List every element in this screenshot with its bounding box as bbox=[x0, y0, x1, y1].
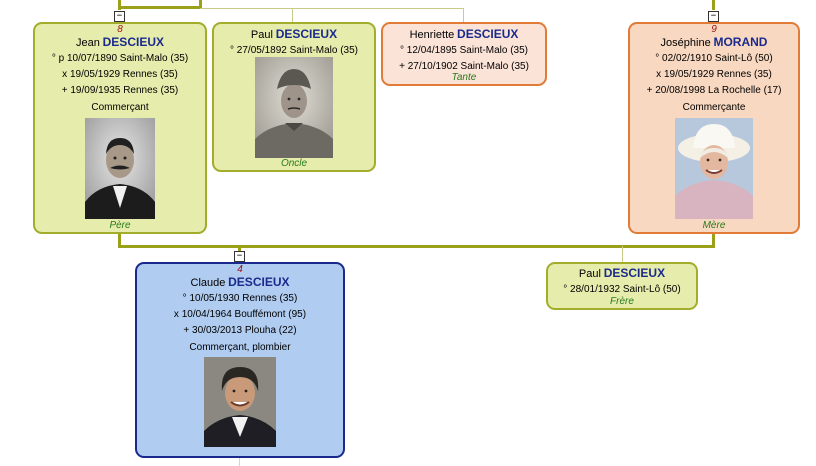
child-link-paul bbox=[622, 246, 623, 262]
collapse-toggle-jean[interactable]: − bbox=[114, 11, 125, 22]
marriage-event: x 19/05/1929 Rennes (35) bbox=[62, 69, 178, 80]
surname: DESCIEUX bbox=[228, 275, 290, 289]
person-name: Jean DESCIEUX bbox=[35, 35, 205, 51]
sosa-number: 8 bbox=[117, 24, 123, 35]
given-name: Henriette bbox=[409, 29, 455, 41]
occupation: Commerçante bbox=[682, 102, 746, 113]
relation-label: Frère bbox=[610, 296, 634, 307]
death-event: + 30/03/2013 Plouha (22) bbox=[183, 325, 297, 336]
death-event: + 19/09/1935 Rennes (35) bbox=[61, 85, 179, 96]
birth-event: ° 10/05/1930 Rennes (35) bbox=[182, 293, 298, 304]
person-name: Paul DESCIEUX bbox=[548, 266, 696, 282]
death-event: + 27/10/1902 Saint-Malo (35) bbox=[399, 61, 529, 72]
occupation: Commerçant bbox=[91, 102, 149, 113]
couple-link-left bbox=[118, 234, 121, 248]
aunt-link bbox=[463, 8, 464, 24]
relation-label: Tante bbox=[451, 72, 477, 83]
person-card-paul-descieux-brother[interactable]: Paul DESCIEUX ° 28/01/1932 Saint-Lô (50)… bbox=[546, 262, 698, 310]
birth-event: ° 12/04/1895 Saint-Malo (35) bbox=[400, 45, 528, 56]
marriage-event: x 10/04/1964 Bouffémont (95) bbox=[173, 309, 307, 320]
occupation: Commerçant, plombier bbox=[189, 342, 291, 353]
birth-event: ° 28/01/1932 Saint-Lô (50) bbox=[563, 284, 681, 295]
given-name: Paul bbox=[578, 268, 601, 280]
collapse-toggle-claude[interactable]: − bbox=[234, 251, 245, 262]
surname: DESCIEUX bbox=[457, 27, 519, 41]
parents-link-top bbox=[118, 0, 121, 10]
person-name: Henriette DESCIEUX bbox=[383, 27, 545, 43]
siblings-link-top-stub bbox=[199, 0, 202, 9]
portrait-photo[interactable] bbox=[675, 118, 753, 219]
person-card-paul-descieux-uncle[interactable]: Paul DESCIEUX ° 27/05/1892 Saint-Malo (3… bbox=[212, 22, 376, 172]
sosa-number: 9 bbox=[711, 24, 717, 35]
marriage-event: x 19/05/1929 Rennes (35) bbox=[656, 69, 772, 80]
sosa-number: 4 bbox=[237, 264, 243, 275]
birth-event: ° 27/05/1892 Saint-Malo (35) bbox=[230, 45, 358, 56]
person-card-josephine-morand[interactable]: 9 Joséphine MORAND ° 02/02/1910 Saint-Lô… bbox=[628, 22, 800, 234]
given-name: Jean bbox=[76, 37, 100, 49]
person-name: Joséphine MORAND bbox=[630, 35, 798, 51]
death-event: + 20/08/1998 La Rochelle (17) bbox=[646, 85, 782, 96]
birth-event: ° p 10/07/1890 Saint-Malo (35) bbox=[51, 53, 189, 64]
portrait-photo[interactable] bbox=[204, 357, 276, 447]
collapse-toggle-josephine[interactable]: − bbox=[708, 11, 719, 22]
mother-link-top bbox=[712, 0, 715, 10]
portrait-photo[interactable] bbox=[255, 57, 333, 158]
portrait-photo[interactable] bbox=[85, 118, 155, 219]
relation-label: Oncle bbox=[280, 158, 308, 169]
surname: DESCIEUX bbox=[275, 27, 338, 41]
given-name: Claude bbox=[190, 277, 226, 289]
surname: DESCIEUX bbox=[102, 35, 164, 49]
person-name: Claude DESCIEUX bbox=[137, 275, 343, 291]
person-card-jean-descieux[interactable]: 8 Jean DESCIEUX ° p 10/07/1890 Saint-Mal… bbox=[33, 22, 207, 234]
descendant-link bbox=[239, 456, 240, 466]
surname: DESCIEUX bbox=[603, 266, 666, 280]
given-name: Joséphine bbox=[660, 37, 711, 49]
person-name: Paul DESCIEUX bbox=[214, 27, 374, 43]
person-card-claude-descieux[interactable]: 4 Claude DESCIEUX ° 10/05/1930 Rennes (3… bbox=[135, 262, 345, 458]
couple-link-right bbox=[712, 234, 715, 248]
relation-label: Père bbox=[109, 220, 131, 231]
person-card-henriette-descieux[interactable]: Henriette DESCIEUX ° 12/04/1895 Saint-Ma… bbox=[381, 22, 547, 86]
birth-event: ° 02/02/1910 Saint-Lô (50) bbox=[655, 53, 773, 64]
siblings-link-thin bbox=[200, 8, 464, 9]
surname: MORAND bbox=[713, 35, 768, 49]
given-name: Paul bbox=[250, 29, 273, 41]
couple-link bbox=[118, 245, 715, 248]
siblings-link-top bbox=[118, 6, 202, 9]
uncle-link bbox=[292, 8, 293, 24]
relation-label: Mère bbox=[702, 220, 726, 231]
